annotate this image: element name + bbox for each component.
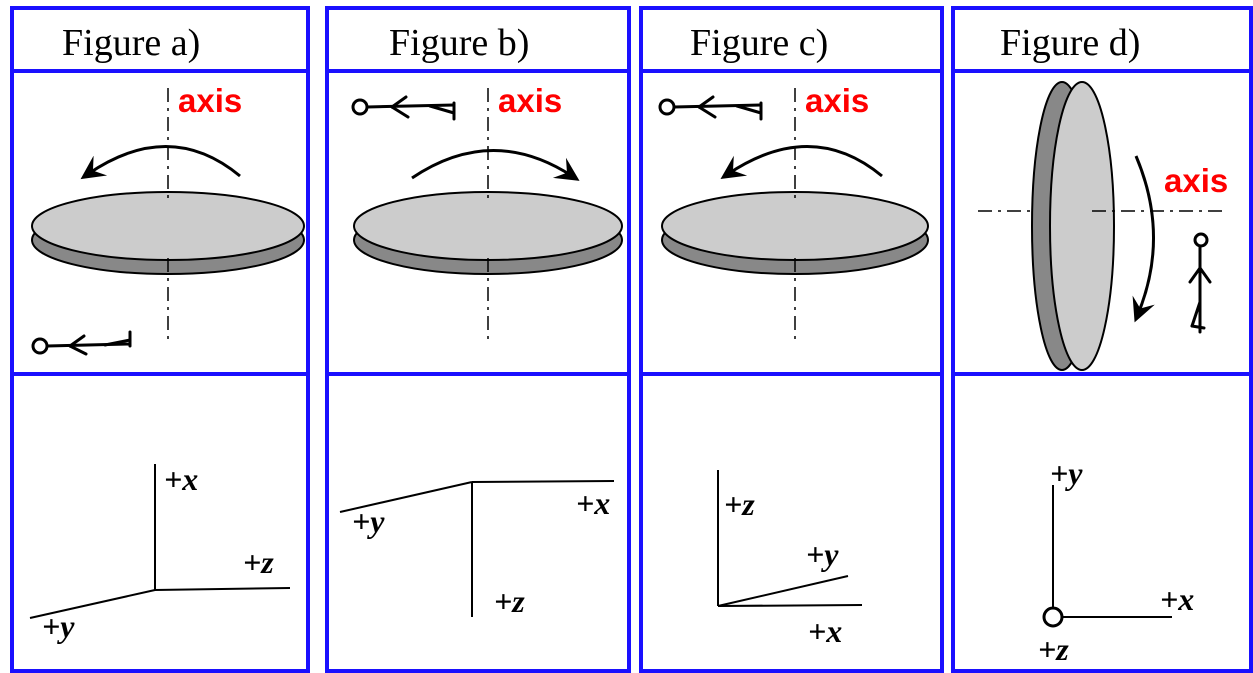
panel-c-label-up: +z <box>724 486 755 522</box>
panel-a-label-diag: +y <box>42 608 75 644</box>
panel-c-label-diag: +y <box>806 536 839 572</box>
panel-c-label-right: +x <box>808 613 842 649</box>
panel-c-rotation-arrow <box>720 145 883 179</box>
panel-a-disk <box>31 191 305 275</box>
panel-c-coordinate-axes <box>717 470 863 607</box>
panel-b-label-diag: +y <box>352 503 385 539</box>
panel-b-stick-figure-icon <box>351 95 456 121</box>
panel-a-label-up: +x <box>164 461 198 497</box>
panel-d-title: Figure d) <box>1000 22 1140 64</box>
panel-a-rotation-arrow <box>80 145 241 180</box>
panel-b-label-right: +x <box>576 485 610 521</box>
panel-a-label-right: +z <box>243 544 274 580</box>
panel-a-coordinate-axes <box>29 464 291 619</box>
panel-c-stick-figure-icon <box>658 95 763 121</box>
panel-d-label-out: +z <box>1038 631 1069 667</box>
panel-d-out-of-page-marker <box>1042 606 1064 628</box>
panel-c-title: Figure c) <box>690 22 828 64</box>
panel-a-axis-label: axis <box>178 82 242 119</box>
panel-b: Figure b) axis +x +y +z <box>325 6 631 673</box>
panel-b-coordinate-cell <box>325 372 631 673</box>
panel-d-coordinate-axes <box>1042 485 1172 628</box>
panel-a-title: Figure a) <box>62 22 200 64</box>
panel-d-label-right: +x <box>1160 581 1194 617</box>
panel-a-stick-figure-icon <box>31 330 132 356</box>
panel-c: Figure c) axis +z +y +x <box>639 6 944 673</box>
panel-b-title: Figure b) <box>389 22 529 64</box>
panel-d-label-up: +y <box>1050 455 1083 491</box>
panel-d-coordinate-cell <box>951 372 1253 673</box>
panel-c-coordinate-cell <box>639 372 944 673</box>
panel-d: Figure d) axis +y +x +z <box>951 6 1253 673</box>
panel-d-axis-label: axis <box>1164 162 1228 199</box>
panel-a: Figure a) axis +x +z +y <box>10 6 310 673</box>
panel-c-axis-label: axis <box>805 82 869 119</box>
panel-b-disk <box>353 191 623 275</box>
panel-b-label-down: +z <box>494 583 525 619</box>
panel-c-disk <box>661 191 929 275</box>
panel-b-rotation-arrow <box>411 149 580 181</box>
panel-d-disk <box>1031 81 1115 371</box>
panel-b-coordinate-axes <box>339 480 615 617</box>
panel-a-coordinate-cell <box>10 372 310 673</box>
panel-d-stick-figure-icon <box>1188 232 1212 334</box>
panel-b-axis-label: axis <box>498 82 562 119</box>
panel-d-rotation-arrow <box>1132 155 1155 323</box>
